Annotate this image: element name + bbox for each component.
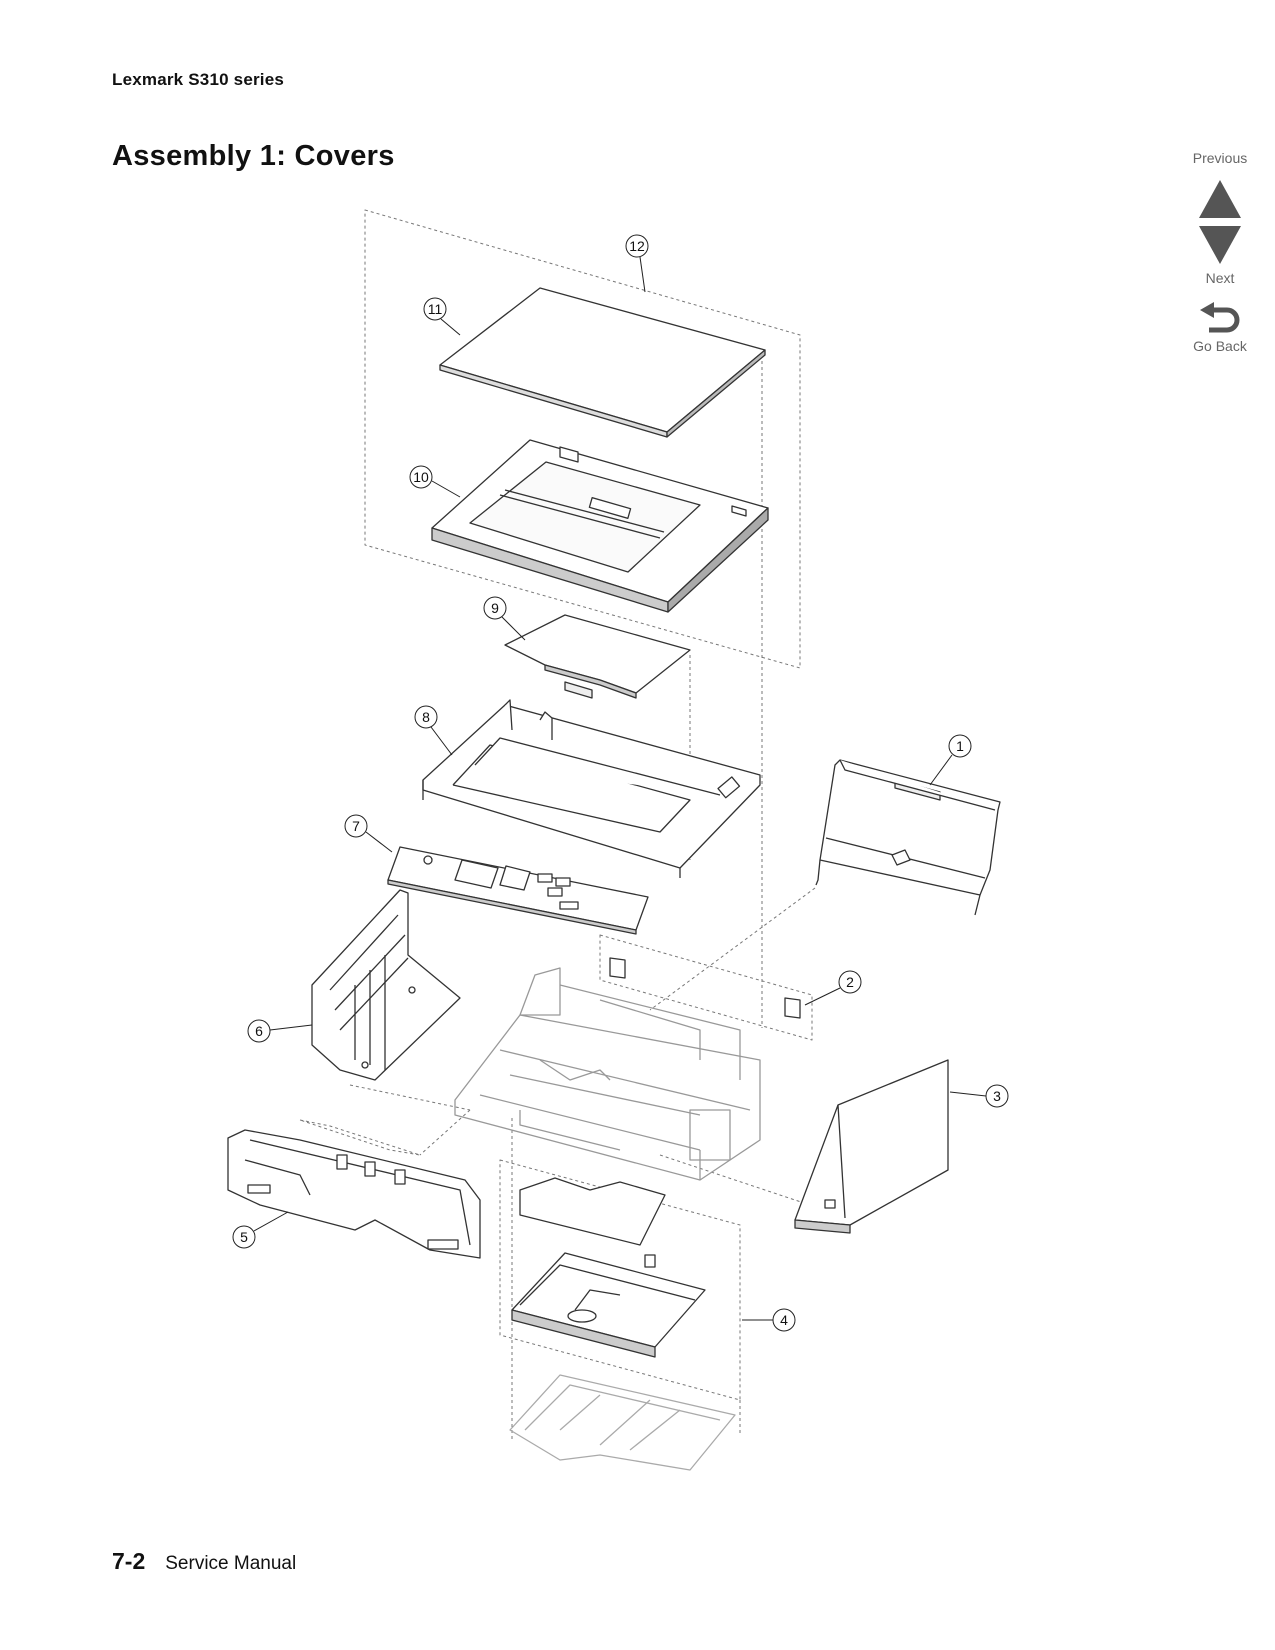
callout-5: 5 bbox=[232, 1211, 289, 1249]
previous-label[interactable]: Previous bbox=[1192, 150, 1248, 166]
document-header: Lexmark S310 series bbox=[112, 70, 285, 89]
svg-text:10: 10 bbox=[413, 469, 429, 485]
go-back-icon[interactable] bbox=[1197, 302, 1243, 338]
svg-text:1: 1 bbox=[956, 738, 964, 754]
callout-4: 4 bbox=[742, 1308, 796, 1332]
callout-3: 3 bbox=[949, 1084, 1009, 1108]
svg-text:6: 6 bbox=[255, 1023, 263, 1039]
part-8-middle-housing bbox=[422, 699, 761, 878]
svg-text:5: 5 bbox=[240, 1229, 248, 1245]
callout-12: 12 bbox=[625, 234, 649, 293]
part-7-operator-panel bbox=[387, 846, 649, 935]
callout-9: 9 bbox=[483, 596, 526, 641]
svg-text:9: 9 bbox=[491, 600, 499, 616]
callout-1: 1 bbox=[929, 734, 972, 786]
callout-7: 7 bbox=[344, 814, 393, 853]
part-11-scanner-lid-panel bbox=[439, 287, 766, 438]
part-4-paper-tray bbox=[511, 1177, 706, 1358]
callout-11: 11 bbox=[423, 297, 461, 336]
go-back-label[interactable]: Go Back bbox=[1193, 338, 1247, 354]
next-label[interactable]: Next bbox=[1205, 270, 1235, 286]
callout-10: 10 bbox=[409, 465, 461, 498]
part-10-scanner-top-cover bbox=[431, 439, 769, 613]
page-title: Assembly 1: Covers bbox=[112, 140, 395, 172]
tray-base bbox=[509, 1374, 736, 1471]
page-footer: 7-2 Service Manual bbox=[112, 1548, 296, 1575]
page-navigation: Previous Next Go Back bbox=[1180, 150, 1260, 354]
page-number: 7-2 bbox=[112, 1548, 146, 1574]
svg-text:7: 7 bbox=[352, 818, 360, 834]
callout-8: 8 bbox=[414, 705, 453, 756]
previous-arrow-icon[interactable] bbox=[1199, 180, 1241, 218]
printer-base-unit bbox=[454, 967, 761, 1181]
next-arrow-icon[interactable] bbox=[1199, 226, 1241, 264]
callout-6: 6 bbox=[247, 1019, 313, 1043]
manual-title: Service Manual bbox=[165, 1553, 297, 1574]
svg-text:3: 3 bbox=[993, 1088, 1001, 1104]
part-5-front-bezel bbox=[227, 1129, 481, 1259]
svg-text:11: 11 bbox=[428, 301, 443, 317]
svg-text:4: 4 bbox=[780, 1312, 788, 1328]
part-9-tray-cover bbox=[504, 614, 691, 699]
part-6-left-side-cover bbox=[311, 889, 461, 1081]
part-1-paper-support bbox=[815, 759, 1001, 916]
svg-text:2: 2 bbox=[846, 974, 854, 990]
svg-text:8: 8 bbox=[422, 709, 430, 725]
part-3-right-side-cover bbox=[794, 1059, 949, 1234]
svg-text:12: 12 bbox=[629, 238, 645, 254]
callout-2: 2 bbox=[804, 970, 862, 1006]
part-2-hinge-clips bbox=[609, 957, 801, 1019]
